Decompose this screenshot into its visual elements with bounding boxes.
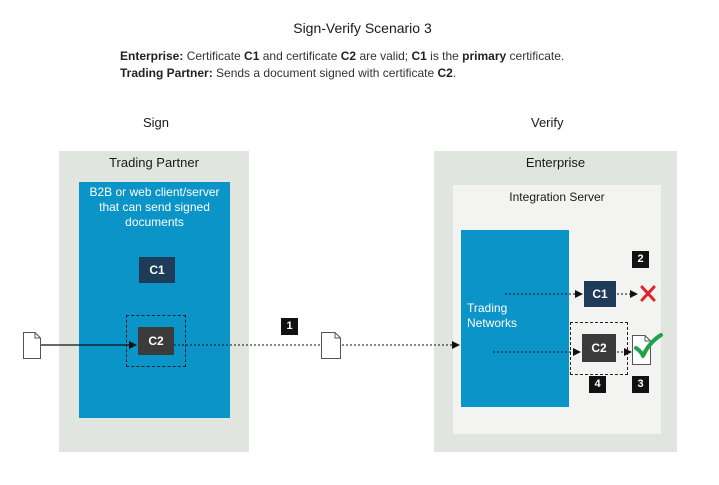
integration-server-label: Integration Server bbox=[509, 190, 605, 204]
trading-partner-label: Trading Partner bbox=[109, 155, 199, 170]
column-label-sign: Sign bbox=[143, 115, 170, 130]
partner-cert-c2-highlight bbox=[126, 315, 186, 367]
step-badge-2: 2 bbox=[632, 251, 649, 268]
enterprise-desc-label: Enterprise: bbox=[120, 49, 184, 63]
desc-cert: C2 bbox=[437, 66, 453, 80]
desc-text: Sends a document signed with certificate bbox=[212, 66, 438, 80]
desc-primary: primary bbox=[462, 49, 507, 63]
trading-networks-box: Trading Networks bbox=[461, 230, 569, 407]
client-server-text: B2B or web client/server that can send s… bbox=[89, 185, 220, 229]
desc-text: are valid; bbox=[356, 49, 412, 63]
x-mark-icon bbox=[640, 285, 656, 302]
trading-networks-label: Trading Networks bbox=[467, 301, 518, 330]
desc-text: certificate. bbox=[506, 49, 565, 63]
desc-text: and certificate bbox=[259, 49, 341, 63]
document-icon bbox=[23, 332, 41, 359]
description-trading-partner: Trading Partner: Sends a document signed… bbox=[120, 66, 456, 80]
enterprise-label: Enterprise bbox=[525, 155, 586, 170]
column-label-verify: Verify bbox=[531, 115, 564, 130]
desc-cert: C1 bbox=[411, 49, 427, 63]
diagram-title: Sign-Verify Scenario 3 bbox=[293, 20, 432, 36]
check-mark-icon bbox=[634, 333, 663, 358]
enterprise-cert-c1: C1 bbox=[584, 281, 616, 307]
desc-text: Certificate bbox=[183, 49, 245, 63]
desc-text: is the bbox=[426, 49, 463, 63]
desc-cert: C2 bbox=[340, 49, 357, 63]
step-badge-4: 4 bbox=[589, 376, 606, 393]
step-badge-3: 3 bbox=[632, 376, 649, 393]
partner-cert-c1: C1 bbox=[139, 257, 175, 283]
trading-partner-panel: Trading Partner B2B or web client/server… bbox=[59, 151, 249, 452]
desc-cert: C1 bbox=[244, 49, 260, 63]
enterprise-cert-c2: C2 bbox=[582, 334, 616, 362]
step-badge-1: 1 bbox=[281, 318, 298, 335]
partner-cert-c2: C2 bbox=[138, 327, 174, 355]
desc-text: . bbox=[452, 66, 457, 80]
partner-desc-label: Trading Partner: bbox=[120, 66, 213, 80]
signed-document-icon bbox=[321, 332, 341, 359]
client-server-box: B2B or web client/server that can send s… bbox=[79, 182, 230, 418]
description-enterprise: Enterprise: Certificate C1 and certifica… bbox=[120, 49, 564, 63]
